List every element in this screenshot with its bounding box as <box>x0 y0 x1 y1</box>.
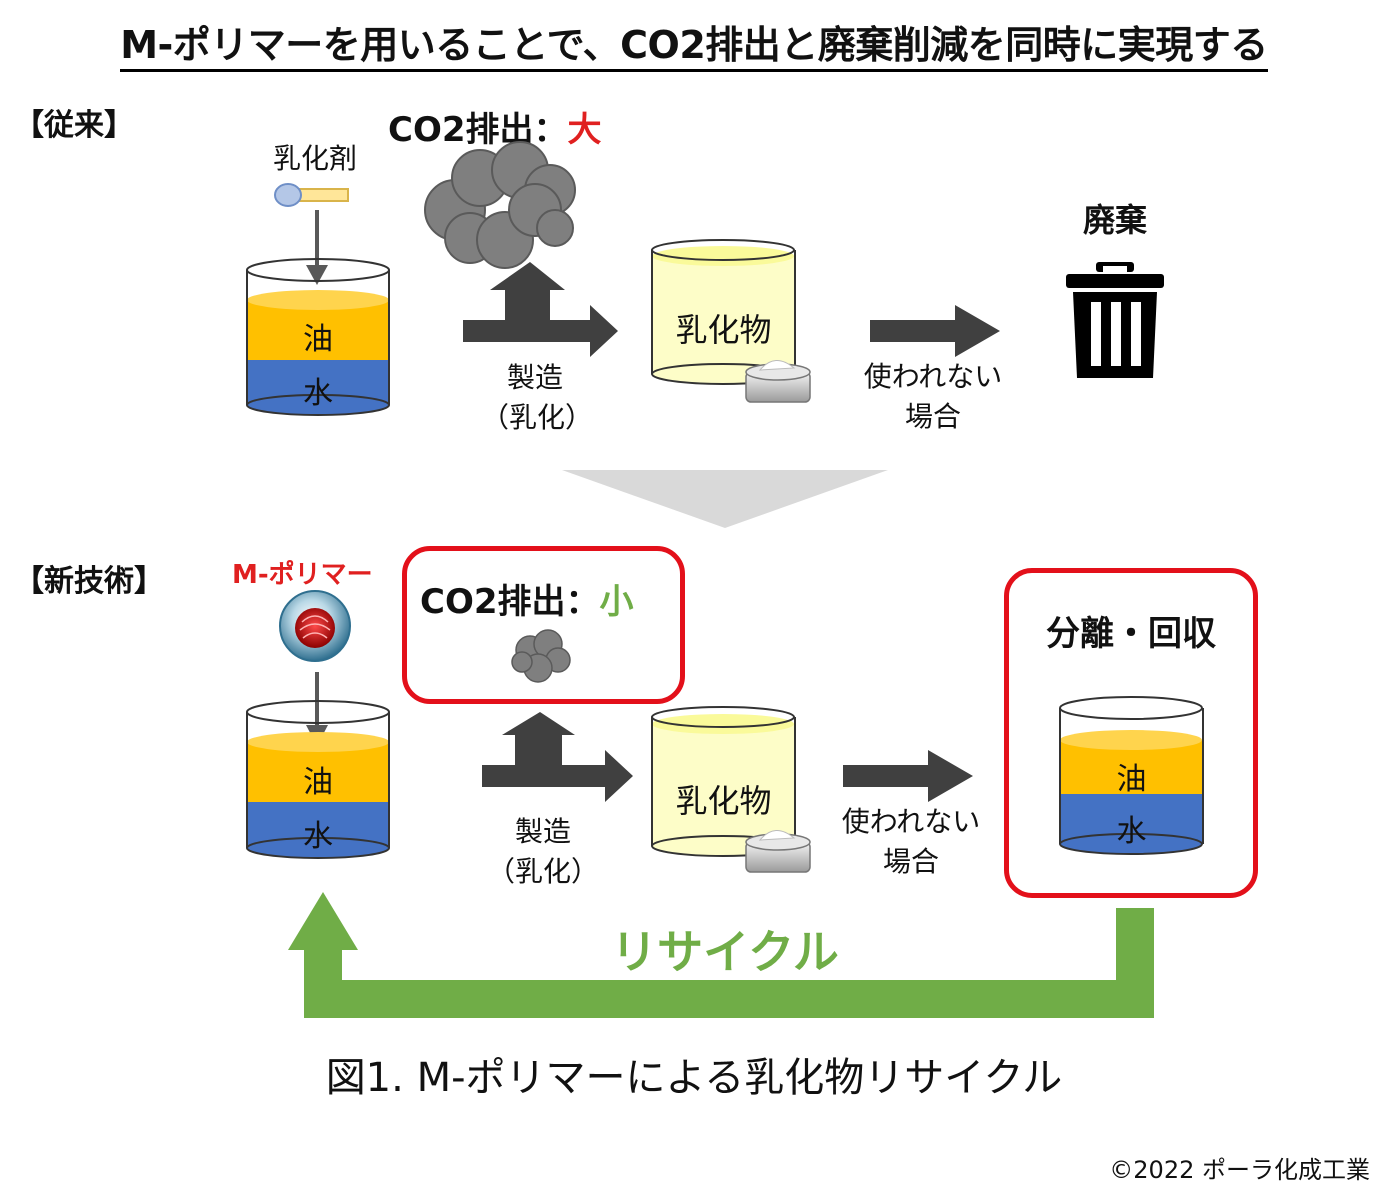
water-label: 水 <box>303 376 333 411</box>
beaker-oil-water <box>246 258 390 416</box>
process-label-1: 製造 <box>506 361 563 394</box>
copyright: ©2022 ポーラ化成工業 <box>1109 1156 1370 1184</box>
right-arrow-icon <box>843 750 973 802</box>
smoke-cloud-icon <box>424 141 576 269</box>
separation-label: 分離・回収 <box>1046 614 1216 654</box>
co2-emission-large: CO2排出：大 <box>388 102 602 151</box>
sep-water-label: 水 <box>1116 814 1147 849</box>
emulsion-label: 乳化物 <box>675 311 772 349</box>
beaker-emulsion-new <box>651 706 796 857</box>
co2-small-box <box>402 546 685 704</box>
right-arrow-icon <box>870 305 1000 357</box>
emulsifier-label: 乳化剤 <box>272 142 357 175</box>
process-label-2: （乳化） <box>480 401 593 434</box>
unused-label-1: 使われない <box>841 805 981 838</box>
conventional-label: 【従来】 <box>14 108 134 143</box>
cream-jar-icon <box>745 360 811 403</box>
beaker-oil-water-new <box>246 700 390 859</box>
spoon-icon <box>274 183 349 207</box>
emulsion-label: 乳化物 <box>675 782 772 820</box>
cream-jar-icon <box>745 830 811 873</box>
disposal-label: 廃棄 <box>1082 201 1147 239</box>
figure-caption: 図1. M-ポリマーによる乳化物リサイクル <box>325 1055 1063 1101</box>
new-tech-label: 【新技術】 <box>14 564 164 599</box>
co2-prefix: CO2排出： <box>388 110 568 150</box>
unused-label-2: 場合 <box>882 845 939 878</box>
process-label-2: （乳化） <box>486 855 599 888</box>
beaker-emulsion <box>651 239 796 385</box>
co2-level-large: 大 <box>567 110 602 150</box>
down-arrow-icon <box>306 210 328 285</box>
water-label: 水 <box>303 819 333 854</box>
beaker-separated <box>1059 696 1204 855</box>
co2-emission-small: CO2排出：小 <box>420 574 634 623</box>
sep-oil-label: 油 <box>1116 762 1147 797</box>
co2-level-small: 小 <box>599 582 634 622</box>
unused-label-1: 使われない <box>863 360 1003 393</box>
oil-label: 油 <box>303 765 333 800</box>
process-arrow-icon <box>482 712 633 802</box>
co2-prefix: CO2排出： <box>420 582 600 622</box>
unused-label-2: 場合 <box>904 400 961 433</box>
oil-label: 油 <box>303 322 333 357</box>
process-arrow-icon <box>463 262 618 357</box>
polymer-label: M-ポリマー <box>232 560 373 590</box>
recycle-label: リサイクル <box>611 925 839 979</box>
trash-can-icon <box>1066 262 1164 378</box>
process-label-1: 製造 <box>514 815 571 848</box>
separation-box <box>1004 568 1258 898</box>
polymer-sphere-icon <box>279 590 351 662</box>
divider-triangle <box>562 470 888 528</box>
page-title: M-ポリマーを用いることで、CO2排出と廃棄削減を同時に実現する <box>0 14 1388 72</box>
recycle-arrow-icon <box>288 892 1154 1018</box>
small-smoke-cloud-icon <box>511 629 571 683</box>
